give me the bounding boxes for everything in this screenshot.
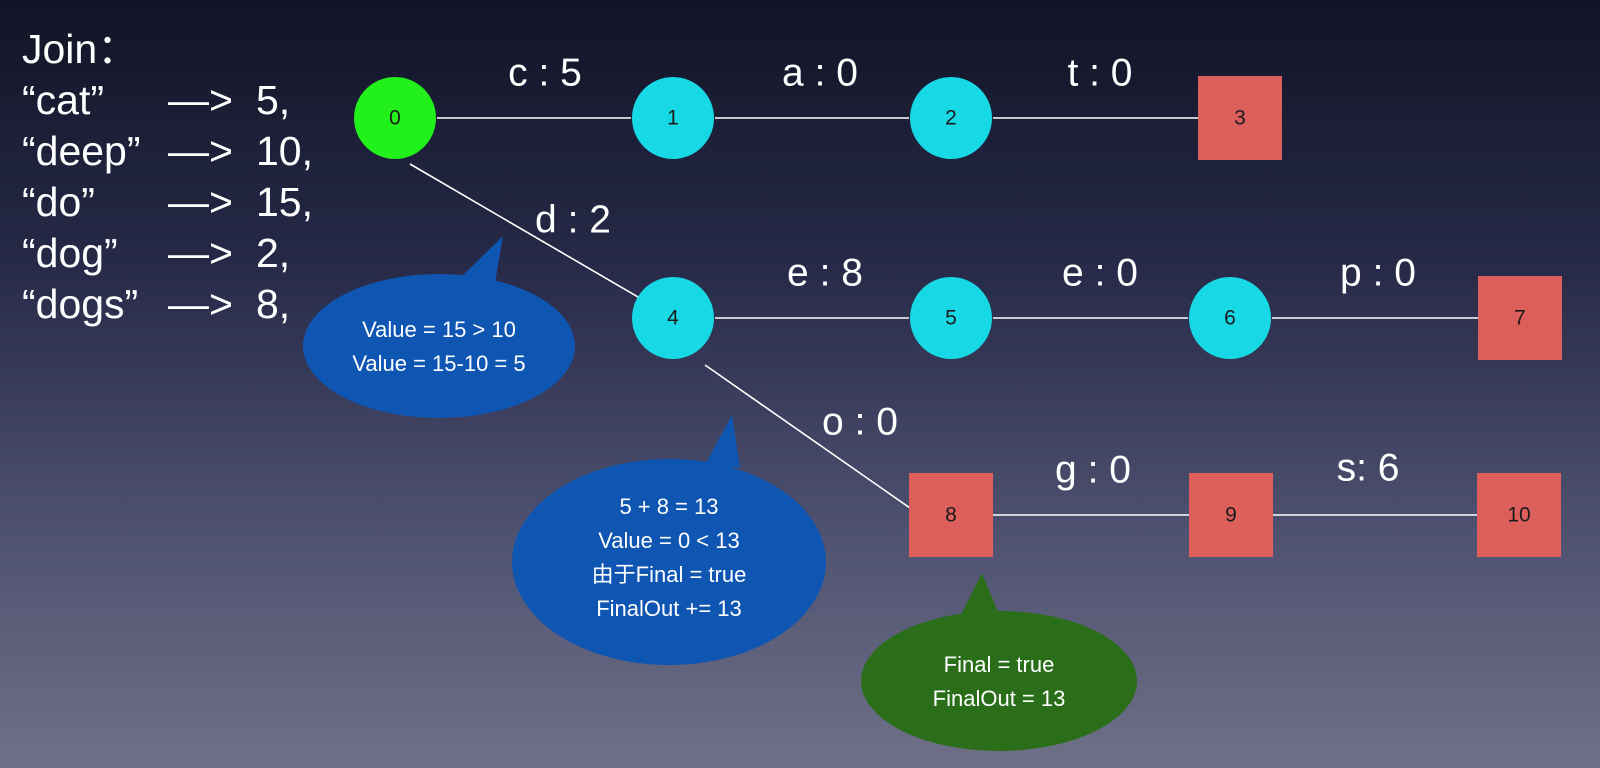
join-value: 10, <box>256 128 313 174</box>
join-arrow: —> <box>168 128 233 174</box>
state-label: 5 <box>945 307 957 330</box>
join-title-row: Join： <box>22 24 322 75</box>
state-node-9: 9 <box>1189 473 1273 557</box>
join-entry-dogs: “dogs” —> 8, <box>22 279 322 330</box>
callouts-layer: Value = 15 > 10 Value = 15-10 = 5 5 + 8 = … <box>303 236 1137 751</box>
state-label: 3 <box>1234 107 1246 130</box>
state-circle <box>1189 277 1271 359</box>
state-node-10: 10 <box>1477 473 1561 557</box>
join-value: 5, <box>256 77 291 123</box>
edge-label-4-5: e : 8 <box>787 251 863 294</box>
join-arrow: —> <box>168 281 233 327</box>
state-node-8: 8 <box>909 473 993 557</box>
state-node-0: 0 <box>354 77 436 159</box>
state-label: 10 <box>1507 504 1530 527</box>
edge-label-4-8: o : 0 <box>822 400 898 443</box>
join-entry-do: “do” —> 15, <box>22 177 322 228</box>
final-state-box <box>1478 276 1562 360</box>
final-state-box <box>1189 473 1273 557</box>
state-label: 9 <box>1225 504 1237 527</box>
callout-pointer <box>463 236 503 283</box>
callout-text: FinalOut += 13 <box>596 596 742 621</box>
start-state-circle <box>354 77 436 159</box>
join-entry-cat: “cat” —> 5, <box>22 75 322 126</box>
state-label: 0 <box>389 107 401 130</box>
join-arrow: —> <box>168 230 233 276</box>
join-word: “cat” <box>22 77 104 123</box>
state-circle <box>910 77 992 159</box>
state-label: 6 <box>1224 307 1236 330</box>
edge-label-1-2: a : 0 <box>782 51 858 94</box>
edge-label-9-10: s: 6 <box>1337 446 1400 489</box>
edges-layer: c : 5 a : 0 t : 0 d : 2 e : 8 e : 0 p : 0 o : 0… <box>409 51 1478 516</box>
state-node-6: 6 <box>1189 277 1271 359</box>
callout-text: Value = 15 > 10 <box>362 317 516 342</box>
join-word: “dogs” <box>22 281 139 327</box>
state-node-3: 3 <box>1198 76 1282 160</box>
state-node-4: 4 <box>632 277 714 359</box>
state-circle <box>632 77 714 159</box>
callout-text: Final = true <box>944 652 1055 677</box>
edge-0-4 <box>409 163 639 298</box>
edge-label-6-7: p : 0 <box>1340 251 1416 294</box>
callout-bubble <box>303 274 575 418</box>
join-list: Join： “cat” —> 5, “deep” —> 10, “do” —> … <box>22 24 322 330</box>
callout-text: Value = 0 < 13 <box>598 528 740 553</box>
edge-4-8 <box>704 364 921 516</box>
callout-text: 由于Final = true <box>592 562 747 587</box>
join-entry-dog: “dog” —> 2, <box>22 228 322 279</box>
state-label: 1 <box>667 107 679 130</box>
callout-text: Value = 15-10 = 5 <box>352 351 525 376</box>
state-label: 4 <box>667 307 679 330</box>
callout-text: FinalOut = 13 <box>933 686 1066 711</box>
join-arrow: —> <box>168 77 233 123</box>
join-word: “dog” <box>22 230 118 276</box>
state-node-7: 7 <box>1478 276 1562 360</box>
callout-bubble <box>861 611 1137 751</box>
join-value: 15, <box>256 179 313 225</box>
edge-label-0-4: d : 2 <box>535 198 611 241</box>
callout-text: 5 + 8 = 13 <box>619 494 718 519</box>
state-circle <box>910 277 992 359</box>
callout-pointer <box>960 573 1000 617</box>
join-value: 8, <box>256 281 291 327</box>
state-node-2: 2 <box>910 77 992 159</box>
join-word: “do” <box>22 179 95 225</box>
join-entry-deep: “deep” —> 10, <box>22 126 322 177</box>
state-node-1: 1 <box>632 77 714 159</box>
edge-label-2-3: t : 0 <box>1067 51 1132 94</box>
join-arrow: —> <box>168 179 233 225</box>
state-label: 7 <box>1514 307 1526 330</box>
callout-bubble <box>512 459 826 665</box>
final-state-box <box>1198 76 1282 160</box>
nodes-layer: 0 1 2 3 4 5 6 7 8 9 10 <box>354 76 1562 557</box>
callout-value-split: Value = 15 > 10 Value = 15-10 = 5 <box>303 236 575 418</box>
join-value: 2, <box>256 230 291 276</box>
final-state-box <box>909 473 993 557</box>
state-node-5: 5 <box>910 277 992 359</box>
state-label: 8 <box>945 504 957 527</box>
join-word: “deep” <box>22 128 141 174</box>
callout-pointer <box>705 415 740 468</box>
edge-label-0-1: c : 5 <box>508 51 582 94</box>
edge-label-5-6: e : 0 <box>1062 251 1138 294</box>
join-title: Join： <box>22 26 139 72</box>
state-label: 2 <box>945 107 957 130</box>
final-state-box <box>1477 473 1561 557</box>
callout-final-out: 5 + 8 = 13 Value = 0 < 13 由于Final = trueFi… <box>512 415 826 665</box>
state-circle <box>632 277 714 359</box>
edge-label-8-9: g : 0 <box>1055 448 1131 491</box>
